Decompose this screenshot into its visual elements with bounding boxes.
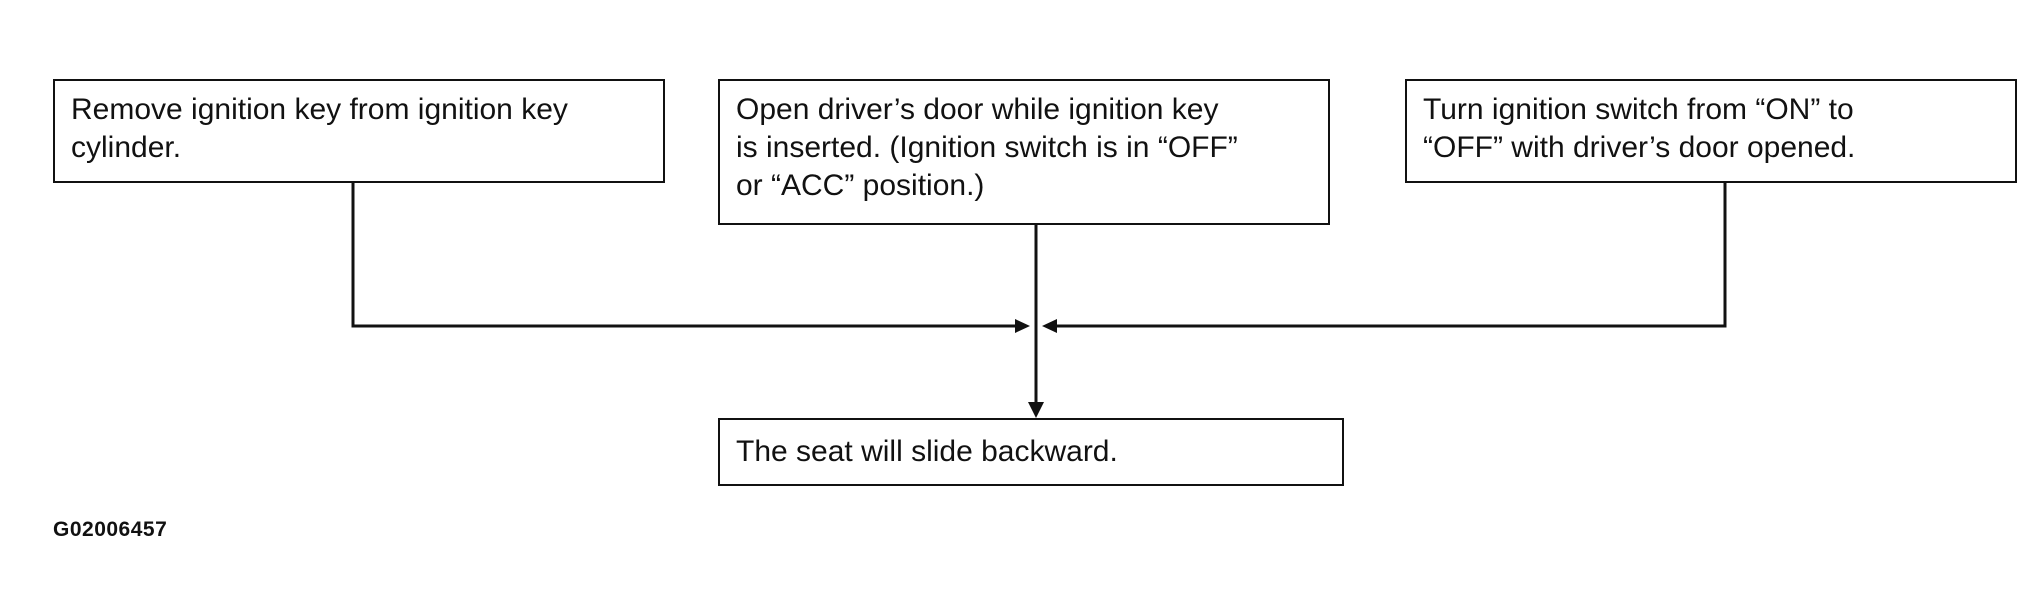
condition-box-open-door: Open driver’s door while ignition key is… — [718, 79, 1330, 225]
left-connector-line — [351, 183, 1020, 328]
result-box: The seat will slide backward. — [718, 418, 1344, 486]
condition-box-remove-key: Remove ignition key from ignition key cy… — [53, 79, 665, 183]
figure-id-label: G02006457 — [53, 518, 168, 541]
left-arrowhead-icon — [1015, 319, 1030, 333]
condition-box-turn-switch: Turn ignition switch from “ON” to “OFF” … — [1405, 79, 2017, 183]
right-arrowhead-icon — [1042, 319, 1057, 333]
right-connector-line — [1046, 183, 1727, 328]
down-arrowhead-icon — [1028, 402, 1044, 418]
